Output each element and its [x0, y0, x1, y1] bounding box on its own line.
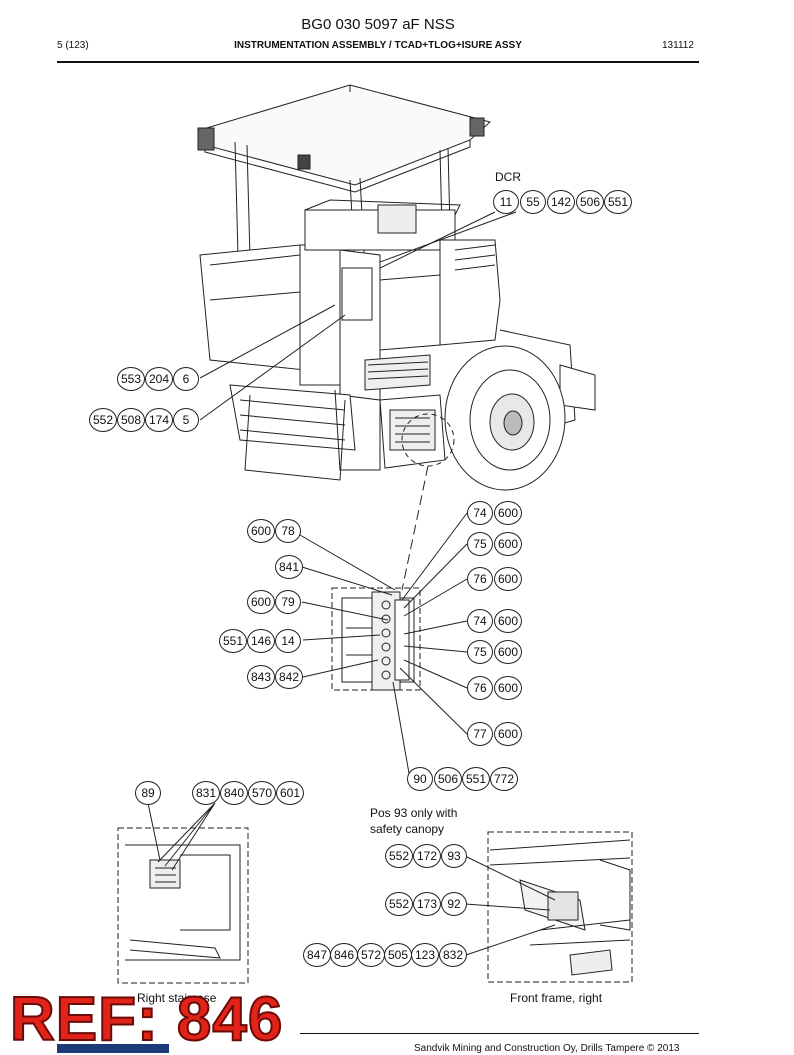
callout-bubble: 123	[411, 943, 439, 967]
callout-bubble: 600	[494, 609, 522, 633]
callout-bubble: 5	[173, 408, 199, 432]
pos93-note-line2: safety canopy	[370, 822, 445, 836]
callout-bubble: 552	[385, 844, 413, 868]
callout-bubble: 78	[275, 519, 301, 543]
callout-bubble: 75	[467, 640, 493, 664]
callout-bubble: 172	[413, 844, 441, 868]
header-rule	[57, 61, 699, 63]
footer-rule	[300, 1033, 699, 1034]
callout-bubble: 552	[89, 408, 117, 432]
callout-bubble: 90	[407, 767, 433, 791]
callout-bubble: 840	[220, 781, 248, 805]
callout-bubble: 570	[248, 781, 276, 805]
callout-bubble: 572	[357, 943, 385, 967]
callout-bubble: 173	[413, 892, 441, 916]
callout-bubble: 600	[494, 501, 522, 525]
callout-bubble: 832	[439, 943, 467, 967]
page-number: 5 (123)	[57, 40, 89, 51]
callout-bubble: 174	[145, 408, 173, 432]
pos93-note-line1: Pos 93 only with	[370, 806, 458, 820]
machine-body	[199, 199, 596, 481]
footer-copyright: Sandvik Mining and Construction Oy, Dril…	[414, 1043, 680, 1054]
callout-bubble: 55	[520, 190, 546, 214]
callout-bubble: 551	[219, 629, 247, 653]
callout-bubble: 601	[276, 781, 304, 805]
callout-bubble: 79	[275, 590, 301, 614]
right-staircase-label: Right staircase	[137, 991, 217, 1005]
callout-bubble: 77	[467, 722, 493, 746]
document-date: 131112	[662, 40, 694, 51]
callout-bubble: 75	[467, 532, 493, 556]
callout-bubble: 841	[275, 555, 303, 579]
callout-bubble: 204	[145, 367, 173, 391]
callout-bubble: 600	[494, 722, 522, 746]
callout-bubble: 142	[547, 190, 575, 214]
staircase-drawing	[117, 802, 249, 984]
callout-bubble: 552	[385, 892, 413, 916]
front-frame-label: Front frame, right	[510, 991, 603, 1005]
callout-bubble: 772	[490, 767, 518, 791]
document-title: INSTRUMENTATION ASSEMBLY / TCAD+TLOG+ISU…	[234, 40, 522, 51]
wheel	[444, 345, 566, 491]
callout-bubble: 146	[247, 629, 275, 653]
callout-bubble: 508	[117, 408, 145, 432]
document-code: BG0 030 5097 aF NSS	[301, 16, 455, 33]
ref-stamp: REF: 846	[9, 984, 284, 1055]
callout-bubble: 847	[303, 943, 331, 967]
callout-bubble: 551	[604, 190, 632, 214]
leader-lines	[199, 211, 517, 780]
callout-bubble: 505	[384, 943, 412, 967]
callout-bubble: 76	[467, 567, 493, 591]
company-logo	[57, 1044, 169, 1053]
callout-bubble: 14	[275, 629, 301, 653]
canopy-roof	[197, 84, 492, 193]
callout-bubble: 551	[462, 767, 490, 791]
callout-bubble: 600	[494, 640, 522, 664]
callout-bubble: 600	[494, 532, 522, 556]
callout-bubble: 843	[247, 665, 275, 689]
callout-bubble: 506	[576, 190, 604, 214]
callout-bubble: 11	[493, 190, 519, 214]
front-frame-drawing	[464, 831, 633, 983]
callout-bubble: 600	[247, 590, 275, 614]
callout-bubble: 831	[192, 781, 220, 805]
callout-bubble: 600	[494, 567, 522, 591]
callout-bubble: 842	[275, 665, 303, 689]
callout-bubble: 76	[467, 676, 493, 700]
callout-bubble: 6	[173, 367, 199, 391]
callout-bubble: 92	[441, 892, 467, 916]
callout-bubble: 846	[330, 943, 358, 967]
callout-bubble: 89	[135, 781, 161, 805]
callout-bubble: 93	[441, 844, 467, 868]
callout-bubble: 506	[434, 767, 462, 791]
callout-bubble: 600	[247, 519, 275, 543]
callout-bubble: 600	[494, 676, 522, 700]
dcr-label: DCR	[495, 170, 521, 184]
callout-bubble: 74	[467, 501, 493, 525]
callout-bubble: 74	[467, 609, 493, 633]
callout-bubble: 553	[117, 367, 145, 391]
